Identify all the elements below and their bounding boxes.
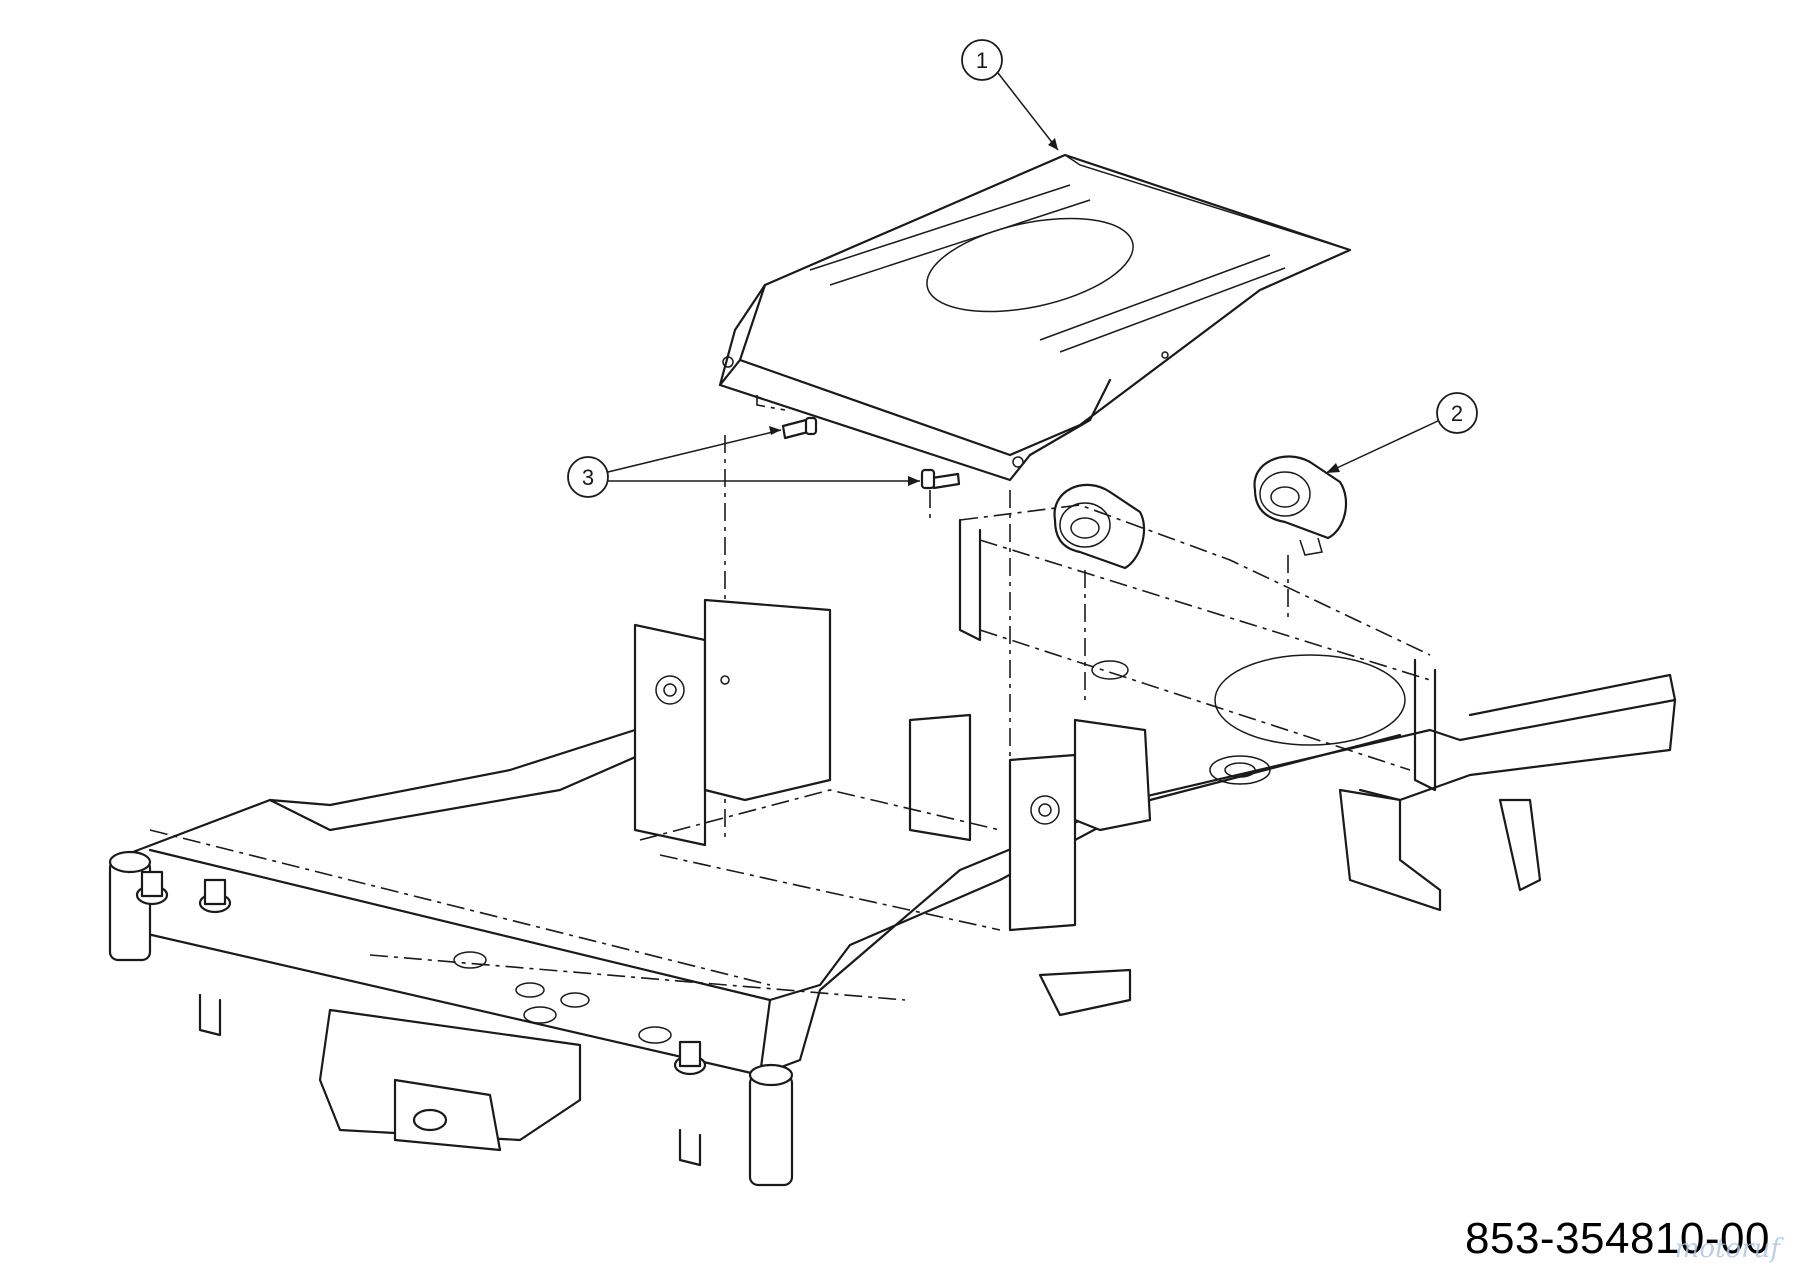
bumper-left bbox=[1053, 483, 1145, 570]
bolt-lower bbox=[920, 468, 961, 490]
assembly-lines bbox=[724, 395, 1289, 840]
bumper-right bbox=[1253, 455, 1348, 556]
callout-2: 2 bbox=[1325, 392, 1478, 474]
callout-1: 1 bbox=[961, 39, 1059, 151]
watermark: motoruf bbox=[1674, 1234, 1780, 1264]
part-number: 853-354810-00 bbox=[1465, 1214, 1770, 1263]
callout-3: 3 bbox=[567, 426, 920, 498]
callout-2-label: 2 bbox=[1451, 401, 1463, 426]
seat-pan bbox=[718, 153, 1352, 482]
bolt-upper bbox=[781, 416, 818, 440]
callout-1-label: 1 bbox=[976, 48, 988, 73]
main-frame bbox=[108, 504, 1677, 1187]
callout-3-label: 3 bbox=[582, 465, 594, 490]
